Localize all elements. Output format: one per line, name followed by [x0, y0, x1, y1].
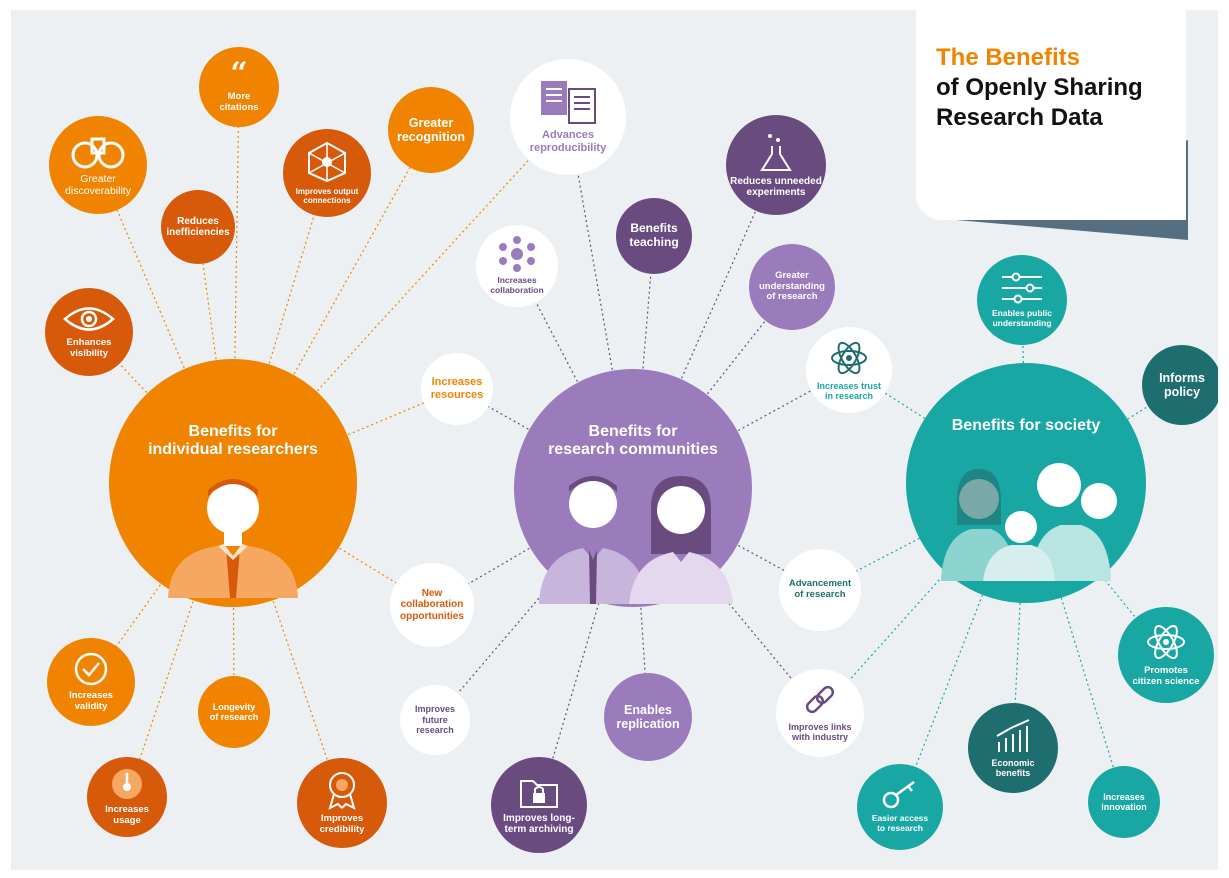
connector-line: [232, 482, 235, 713]
eye-icon: [63, 307, 115, 331]
improves-output-connections-label: Improves output connections: [295, 186, 359, 205]
improves-credibility-label: Improves credibility: [319, 813, 365, 835]
binoculars-icon: [71, 137, 125, 169]
title-card: The Benefits of Openly Sharing Research …: [916, 10, 1186, 220]
node-increases-collaboration: Increases collaboration: [476, 225, 558, 307]
infographic-canvas: The Benefits of Openly Sharing Research …: [11, 10, 1218, 870]
increases-innovation-label: Increases innovation: [1101, 791, 1147, 812]
economic-benefits-label: Economic benefits: [991, 757, 1035, 778]
node-increases-usage: Increases usage: [87, 757, 167, 837]
node-reduces-inefficiencies: Reduces inefficiencies: [161, 190, 235, 264]
node-increases-validity: Increases validity: [47, 638, 135, 726]
improves-links-with-industry-label: Improves links with industry: [788, 721, 852, 742]
node-promotes-citizen-science: Promotes citizen science: [1118, 607, 1214, 703]
reduces-inefficiencies-label: Reduces inefficiencies: [166, 215, 230, 239]
title-line-2: of Openly Sharing: [936, 74, 1143, 101]
enhances-visibility-label: Enhances visibility: [66, 337, 112, 359]
hub-communities-label: Benefits for research communities: [548, 423, 718, 459]
node-improves-links-with-industry: Improves links with industry: [776, 669, 864, 757]
node-economic-benefits: Economic benefits: [968, 703, 1058, 793]
chain-link-icon: [805, 685, 835, 713]
node-new-collaboration-opportunities: New collaboration opportunities: [390, 563, 474, 647]
node-more-citations: “ More citations: [199, 47, 279, 127]
longevity-of-research-label: Longevity of research: [209, 701, 259, 722]
hub-society: Benefits for society: [906, 363, 1146, 603]
node-increases-resources: Increases resources: [421, 353, 493, 425]
new-collaboration-opportunities-label: New collaboration opportunities: [400, 587, 464, 622]
benefits-teaching-label: Benefits teaching: [629, 221, 679, 249]
community-figures-icon: [539, 475, 733, 604]
atom-icon: [1147, 625, 1185, 660]
informs-policy-label: Informs policy: [1159, 370, 1205, 399]
connector-line: [232, 172, 328, 484]
connector-line: [632, 164, 777, 489]
increases-resources-label: Increases resources: [430, 376, 484, 401]
improves-long-term-archiving-label: Improves long- term archiving: [503, 812, 575, 836]
quote-icon: “: [230, 56, 248, 92]
connector-line: [632, 235, 655, 489]
node-improves-credibility: Improves credibility: [297, 758, 387, 848]
more-citations-label: More citations: [219, 91, 259, 113]
node-improves-output-connections: Improves output connections: [283, 129, 371, 217]
node-improves-long-term-archiving: Improves long- term archiving: [491, 757, 587, 853]
title-highlight: The Benefits: [936, 44, 1081, 71]
increases-usage-label: Increases usage: [105, 804, 149, 826]
researcher-figure-icon: [168, 478, 298, 598]
node-reduces-unneeded-experiments: Reduces unneeded experiments: [726, 115, 826, 215]
node-advancement-of-research: Advancement of research: [779, 549, 861, 631]
node-enables-public-understanding: Enables public understanding: [977, 255, 1067, 345]
gauge-icon: [112, 769, 142, 800]
hub-individual-researchers: Benefits for individual researchers: [109, 359, 357, 607]
enables-replication-label: Enables replication: [616, 702, 680, 731]
node-longevity-of-research: Longevity of research: [198, 676, 270, 748]
advances-reproducibility-label: Advances reproducibility: [529, 129, 607, 154]
hub-society-label: Benefits for society: [951, 417, 1101, 434]
enables-public-understanding-label: Enables public understanding: [992, 308, 1052, 328]
increases-validity-label: Increases validity: [69, 690, 113, 712]
greater-recognition-label: Greater recognition: [396, 115, 466, 144]
improves-future-research-label: Improves future research: [414, 704, 456, 736]
bar-growth-icon: [996, 718, 1030, 752]
molecule-network-icon: [499, 236, 535, 273]
increases-collaboration-label: Increases collaboration: [490, 275, 544, 295]
node-greater-recognition: Greater recognition: [388, 87, 474, 173]
node-advances-reproducibility: Advances reproducibility: [510, 59, 626, 175]
key-icon: [882, 781, 915, 809]
node-benefits-teaching: Benefits teaching: [616, 198, 692, 274]
greater-understanding-label: Greater understanding of research: [759, 269, 825, 303]
sliders-icon: [1002, 272, 1042, 304]
node-easier-access: Easier access to research: [857, 764, 943, 850]
node-improves-future-research: Improves future research: [400, 685, 470, 755]
node-greater-discoverability: Greater discoverability: [49, 116, 147, 214]
network-icon: [308, 141, 346, 182]
flask-icon: [760, 133, 792, 171]
society-figures-icon: [941, 463, 1117, 582]
hub-individual-label: Benefits for individual researchers: [148, 423, 318, 459]
easier-access-label: Easier access to research: [871, 813, 929, 833]
award-ribbon-icon: [328, 772, 356, 810]
locked-folder-icon: [520, 779, 558, 808]
advancement-of-research-label: Advancement of research: [788, 578, 852, 600]
hub-research-communities: Benefits for research communities: [514, 369, 752, 607]
title-line-3: Research Data: [936, 104, 1103, 131]
increases-trust-label: Increases trust in research: [816, 380, 882, 401]
atom-icon: [831, 341, 867, 374]
greater-discoverability-label: Greater discoverability: [65, 172, 131, 197]
node-increases-trust: Increases trust in research: [806, 327, 892, 413]
connector-line: [197, 226, 234, 484]
reduces-unneeded-experiments-label: Reduces unneeded experiments: [730, 175, 822, 199]
node-increases-innovation: Increases innovation: [1088, 766, 1160, 838]
node-enables-replication: Enables replication: [604, 673, 692, 761]
documents-copy-icon: [541, 81, 596, 125]
node-greater-understanding: Greater understanding of research: [749, 244, 835, 330]
promotes-citizen-science-label: Promotes citizen science: [1132, 665, 1200, 687]
node-informs-policy: Informs policy: [1142, 345, 1218, 425]
node-enhances-visibility: Enhances visibility: [45, 288, 133, 376]
checkmark-icon: [74, 652, 108, 686]
